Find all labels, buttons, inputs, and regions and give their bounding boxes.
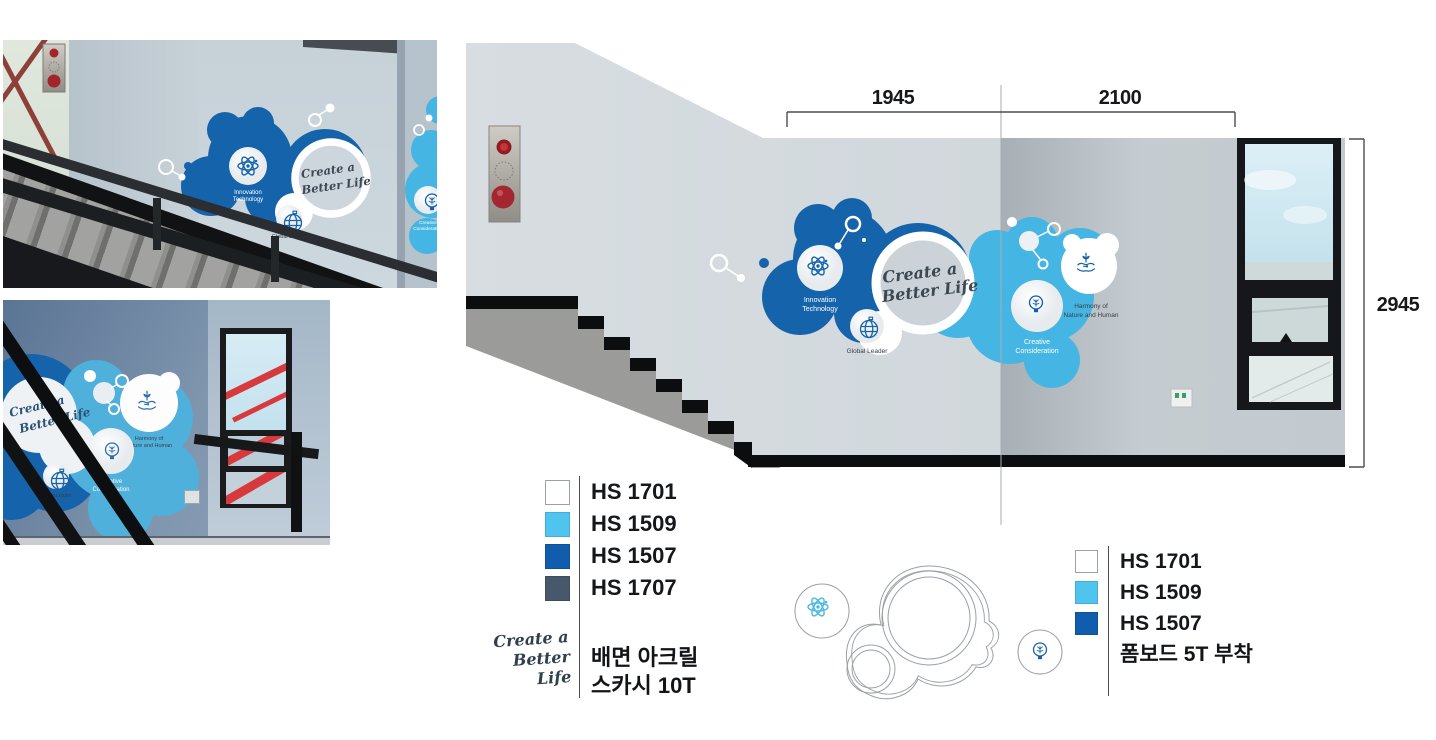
swatch-hs1701 bbox=[545, 480, 570, 505]
legend-acrylic-swatches: Create a Better Life bbox=[482, 476, 572, 698]
elevation-light-switch bbox=[1170, 388, 1193, 408]
molecule-deco-right bbox=[1007, 217, 1061, 270]
molecule-deco-photo1 bbox=[158, 103, 335, 181]
innovation-circle-photo1: Innovation Technology bbox=[229, 147, 267, 203]
color-code: HS 1509 bbox=[591, 511, 677, 536]
blob-outline-inner bbox=[851, 570, 994, 695]
swatch-hs1507 bbox=[545, 544, 570, 569]
atom-circle-outline bbox=[794, 583, 850, 639]
color-code: HS 1509 bbox=[1120, 581, 1202, 604]
dim-width-left: 1945 bbox=[872, 87, 915, 109]
material-spec: 폼보드 5T 부착 bbox=[1120, 643, 1253, 666]
photo1-mural: Creative Consideration Create a Better L… bbox=[3, 40, 437, 288]
innovation-circle: Innovation Technology bbox=[797, 245, 843, 313]
bulb-circle-outline bbox=[1017, 629, 1063, 675]
svg-text:Nature and Human: Nature and Human bbox=[126, 443, 172, 449]
swatch-hs1509 bbox=[1075, 581, 1098, 604]
photo1-corner-wall: Creative Consideration bbox=[397, 40, 437, 288]
swatch-hs1707 bbox=[545, 576, 570, 601]
slogan-ring bbox=[871, 231, 975, 335]
dimension-lines-top bbox=[786, 111, 1236, 127]
mural-ring-photo1: Create a Better Life bbox=[275, 138, 372, 231]
swatch-hs1509 bbox=[545, 512, 570, 537]
global-circle: Global Leader bbox=[847, 309, 889, 355]
svg-text:Consideration: Consideration bbox=[413, 226, 437, 232]
legend-foamboard-labels: HS 1701 HS 1509 HS 1507 폼보드 5T 부착 bbox=[1108, 546, 1253, 696]
fire-alarm-panel-photo1 bbox=[42, 43, 66, 93]
global-label: Global Leader bbox=[847, 348, 889, 355]
molecule-deco-left bbox=[709, 253, 745, 282]
red-crane-beam bbox=[226, 472, 286, 504]
svg-text:Harmony of: Harmony of bbox=[135, 436, 164, 442]
harmony-label-1: Harmony of bbox=[1074, 303, 1108, 310]
creative-label-photo1: Creative bbox=[419, 220, 437, 226]
window-pane-lower bbox=[226, 472, 286, 504]
legend-foamboard-swatches bbox=[1070, 546, 1098, 696]
photo2-light-switch bbox=[184, 490, 200, 504]
ring-outline bbox=[881, 570, 977, 666]
svg-text:Global Leader: Global Leader bbox=[40, 493, 72, 499]
color-code: HS 1507 bbox=[1120, 612, 1202, 635]
photo-landing-installed: Create a Better Life Harmony of Nature a… bbox=[3, 300, 330, 545]
dim-height: 2945 bbox=[1377, 294, 1420, 316]
molecule-deco-mid bbox=[834, 215, 866, 250]
photo1-rail-post bbox=[271, 236, 279, 282]
elevation-window bbox=[1237, 138, 1341, 410]
photo2-mural: Create a Better Life Harmony of Nature a… bbox=[3, 354, 199, 541]
elevation-drawing: Create a Better Life Innovation Technolo… bbox=[466, 43, 1420, 525]
innovation-label-1: Innovation bbox=[804, 297, 836, 304]
legend-acrylic-labels: HS 1701 HS 1509 HS 1507 HS 1707 배면 아크릴 스… bbox=[579, 476, 698, 698]
swatch-hs1701 bbox=[1075, 550, 1098, 573]
color-code: HS 1707 bbox=[591, 575, 677, 600]
cut-outline-drawing bbox=[794, 565, 1063, 700]
harmony-circle: Harmony of Nature and Human bbox=[1061, 233, 1119, 319]
fire-alarm-panel bbox=[488, 125, 521, 223]
swatch-hs1507 bbox=[1075, 612, 1098, 635]
baseboard bbox=[748, 455, 1345, 467]
svg-text:Technology: Technology bbox=[233, 197, 263, 203]
dimension-line-right bbox=[1349, 138, 1365, 468]
creative-label-2: Consideration bbox=[1015, 348, 1058, 355]
window-pane-sky bbox=[226, 334, 286, 430]
bulb-icon bbox=[1032, 642, 1048, 660]
creative-circle: Creative Consideration bbox=[1011, 280, 1063, 355]
dim-width-right: 2100 bbox=[1099, 87, 1142, 109]
small-circle-outline-inner bbox=[851, 649, 891, 689]
stair-stringer-gray bbox=[466, 309, 781, 468]
svg-text:Innovation: Innovation bbox=[234, 190, 262, 196]
innovation-label-2: Technology bbox=[802, 306, 838, 313]
photo2-floor bbox=[3, 536, 330, 545]
creative-label-1: Creative bbox=[1024, 339, 1050, 346]
harmony-label-2: Nature and Human bbox=[1064, 312, 1119, 319]
global-circle-photo2: Global Leader bbox=[40, 463, 72, 499]
atom-icon bbox=[807, 595, 829, 619]
photo1-rail-post bbox=[153, 198, 161, 250]
photo2-rail-post bbox=[291, 432, 302, 532]
legend-acrylic: Create a Better Life HS 1701 HS 1509 HS … bbox=[482, 476, 752, 698]
small-circle-outline bbox=[846, 644, 896, 694]
red-brace-lines bbox=[3, 40, 58, 160]
color-code: HS 1701 bbox=[591, 479, 677, 504]
blob-outline-outer bbox=[845, 565, 1000, 700]
molecule-deco-photo2 bbox=[84, 370, 129, 415]
photo-stairwell-installed: Creative Consideration Create a Better L… bbox=[3, 40, 437, 288]
legend-script-slogan: Create a Better Life bbox=[492, 627, 572, 689]
color-code: HS 1701 bbox=[1120, 550, 1202, 573]
material-spec: 배면 아크릴 스카시 10T bbox=[591, 645, 699, 698]
ring-outline-inner bbox=[887, 576, 971, 660]
color-code: HS 1507 bbox=[591, 543, 677, 568]
legend-foamboard: HS 1701 HS 1509 HS 1507 폼보드 5T 부착 bbox=[1070, 546, 1310, 696]
harmony-circle-photo2: Harmony of Nature and Human bbox=[120, 372, 180, 449]
photo2-window bbox=[220, 328, 292, 508]
mural-elevation: Create a Better Life Innovation Technolo… bbox=[709, 198, 1119, 388]
